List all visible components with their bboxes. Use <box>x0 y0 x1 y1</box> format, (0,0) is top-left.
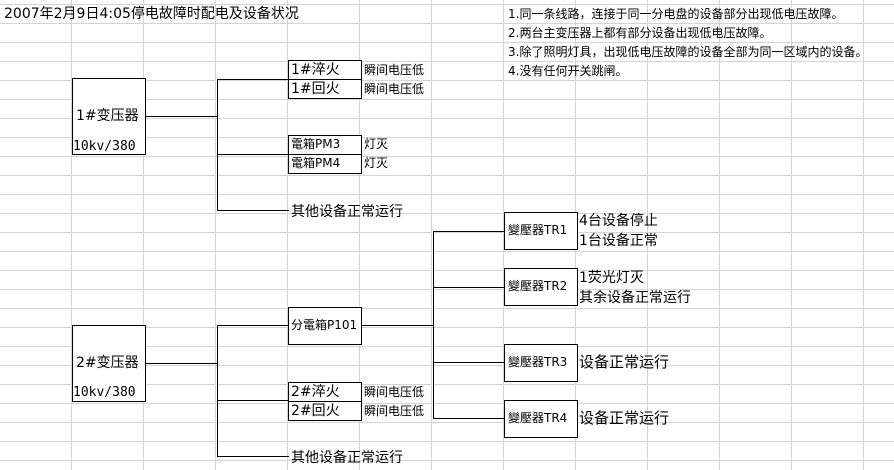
tr1-status-line-2: 1台设备正常 <box>579 233 658 249</box>
tr4-box <box>504 400 578 438</box>
tr4-name: 變壓器TR4 <box>508 411 568 425</box>
tr2-status-line-1: 1荧光灯灭 <box>579 270 644 286</box>
quench-2-status: 瞬间电压低 <box>364 385 425 399</box>
page-title: 2007年2月9日4:05停电故障时配电及设备状况 <box>4 6 299 22</box>
transformer-1-box <box>72 78 146 155</box>
temper-2-status: 瞬间电压低 <box>364 404 425 418</box>
tr1-name: 變壓器TR1 <box>508 223 568 237</box>
temper-1-box <box>288 79 362 99</box>
pm4-box <box>288 154 362 174</box>
tr3-box <box>504 344 578 382</box>
transformer-2-name: 2#变压器 <box>76 355 139 371</box>
note-2: 2.两台主变压器上都有部分设备出现低电压故障。 <box>508 26 772 40</box>
note-4: 4.没有任何开关跳闸。 <box>508 64 628 78</box>
tr2-box <box>504 268 578 306</box>
temper-2-box <box>288 401 362 421</box>
temper-2-name: 2#回火 <box>291 403 340 419</box>
quench-2-name: 2#淬火 <box>291 384 340 400</box>
tr4-status: 设备正常运行 <box>579 409 670 427</box>
tr1-box <box>504 212 578 250</box>
transformer-1-name: 1#变压器 <box>76 108 139 124</box>
note-1: 1.同一条线路，连接于同一分电盘的设备部分出现低电压故障。 <box>508 7 844 21</box>
transformer-2-other: 其他设备正常运行 <box>291 450 403 466</box>
quench-1-name: 1#淬火 <box>291 62 340 78</box>
transformer-1-other: 其他设备正常运行 <box>291 204 403 220</box>
panel-p101-box <box>288 307 362 345</box>
pm4-name: 電箱PM4 <box>291 156 341 170</box>
pm4-status: 灯灭 <box>364 156 389 170</box>
temper-1-status: 瞬间电压低 <box>364 82 425 96</box>
pm3-name: 電箱PM3 <box>291 137 341 151</box>
temper-1-name: 1#回火 <box>291 81 340 97</box>
transformer-2-box <box>72 325 146 402</box>
quench-1-status: 瞬间电压低 <box>364 63 425 77</box>
pm3-status: 灯灭 <box>364 137 389 151</box>
transformer-2-spec: 10kv/380 <box>73 385 136 400</box>
tr1-status-line-1: 4台设备停止 <box>579 213 658 229</box>
tr2-name: 變壓器TR2 <box>508 279 568 293</box>
tr3-status: 设备正常运行 <box>579 353 670 371</box>
tr3-name: 變壓器TR3 <box>508 355 568 369</box>
panel-p101-name: 分電箱P101 <box>291 318 358 332</box>
transformer-1-spec: 10kv/380 <box>73 139 136 154</box>
note-3: 3.除了照明灯具，出现低电压故障的设备全部为同一区域内的设备。 <box>508 45 868 59</box>
tr2-status-line-2: 其余设备正常运行 <box>579 290 691 306</box>
